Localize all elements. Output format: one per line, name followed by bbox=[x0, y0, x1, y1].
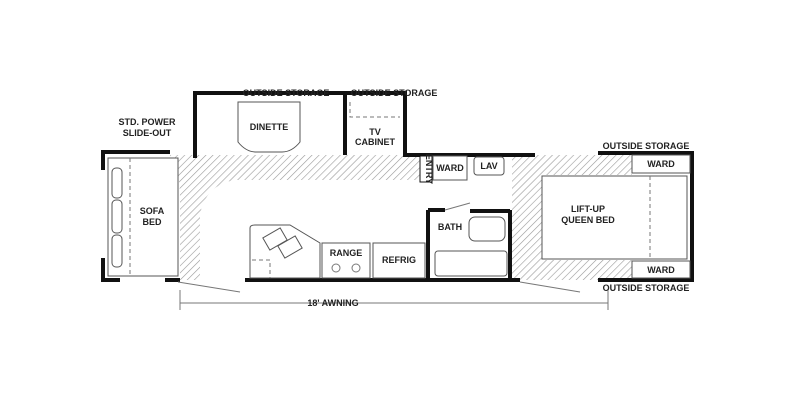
front-wardrobe bbox=[432, 155, 468, 181]
sofa-label: SOFA bbox=[140, 206, 165, 216]
tub bbox=[434, 250, 508, 277]
tv-cabinet-outline bbox=[349, 102, 400, 118]
slide-out-label: STD. POWER bbox=[118, 117, 176, 127]
outside-storage-label: OUTSIDE STORAGE bbox=[603, 141, 690, 151]
entry-marker bbox=[419, 155, 433, 183]
range bbox=[321, 242, 371, 279]
sofa-label-2: BED bbox=[142, 217, 162, 227]
outside-storage-label: OUTSIDE STORAGE bbox=[603, 283, 690, 293]
exterior-walls bbox=[101, 91, 694, 282]
bed-label: LIFT-UP bbox=[571, 204, 605, 214]
sofa-cushion bbox=[111, 199, 123, 234]
burner-icon bbox=[331, 263, 341, 273]
wardrobe-bottom bbox=[631, 260, 691, 279]
sofa-cushion bbox=[111, 167, 123, 199]
dinette-label: DINETTE bbox=[250, 122, 289, 132]
ward-top-label: WARD bbox=[647, 159, 675, 169]
burner-icon bbox=[351, 263, 361, 273]
refrigerator bbox=[372, 242, 426, 279]
floor-hatch-main bbox=[170, 155, 420, 280]
slide-out-label-2: SLIDE-OUT bbox=[123, 128, 172, 138]
ward-label: WARD bbox=[436, 163, 464, 173]
dinette bbox=[237, 101, 301, 153]
bath-label: BATH bbox=[438, 222, 462, 232]
awning-label: 18' AWNING bbox=[307, 298, 358, 308]
range-label: RANGE bbox=[330, 248, 363, 258]
outside-storage-label: OUTSIDE STORAGE bbox=[351, 88, 438, 98]
lav-label: LAV bbox=[480, 161, 497, 171]
refrig-label: REFRIG bbox=[382, 255, 416, 265]
ward-bottom-label: WARD bbox=[647, 265, 675, 275]
tv-cabinet-label-2: CABINET bbox=[355, 137, 396, 147]
bed-label-2: QUEEN BED bbox=[561, 215, 615, 225]
lav-sink bbox=[473, 156, 505, 176]
wardrobe-top bbox=[631, 154, 691, 174]
rear-door-swing[interactable] bbox=[519, 281, 581, 293]
sofa-cushion bbox=[111, 234, 123, 268]
toilet bbox=[468, 216, 506, 242]
bath-door-swing[interactable] bbox=[444, 202, 471, 211]
sink-basin bbox=[277, 235, 303, 259]
tv-cabinet-label: TV bbox=[369, 127, 381, 137]
outside-storage-label: OUTSIDE STORAGE bbox=[243, 88, 330, 98]
entry-door-swing[interactable] bbox=[177, 281, 241, 293]
queen-bed bbox=[541, 175, 688, 260]
entry-label: ENTRY bbox=[424, 154, 434, 184]
